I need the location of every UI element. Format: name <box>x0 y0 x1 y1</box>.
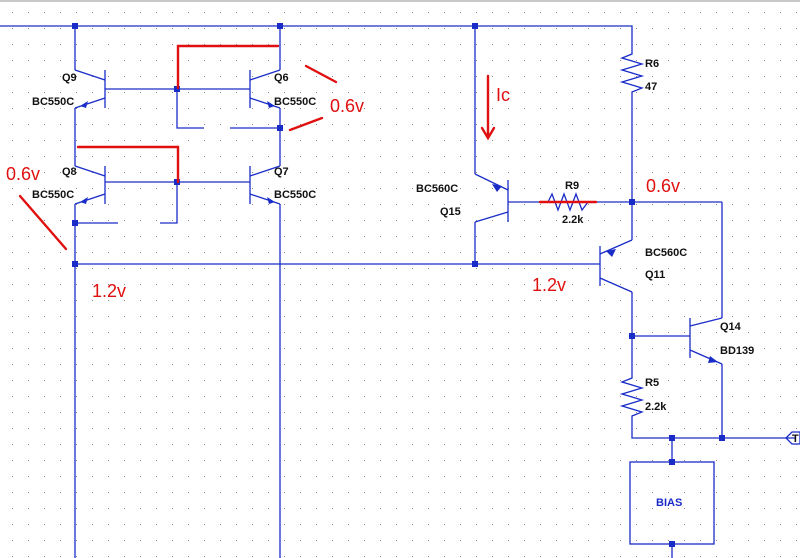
q9-name: Q9 <box>62 72 77 84</box>
r5-value: 2.2k <box>645 401 667 413</box>
q15-name: Q15 <box>440 206 461 218</box>
q8-name: Q8 <box>62 166 77 178</box>
red-markings <box>18 44 598 251</box>
junction-dots <box>72 23 725 547</box>
annotation-q11-voltage: 1.2v <box>532 275 566 295</box>
annotation-q8-voltage: 0.6v <box>6 164 40 184</box>
r5-name: R5 <box>645 377 659 389</box>
q15-model: BC560C <box>416 183 458 195</box>
resistor-r5[interactable] <box>619 372 645 418</box>
q7-model: BC550C <box>274 189 316 201</box>
q6-model: BC550C <box>274 96 316 108</box>
resistor-r6[interactable] <box>619 44 645 96</box>
q14-model: BD139 <box>720 345 754 357</box>
transistor-q11[interactable] <box>599 239 633 293</box>
ic-arrow <box>480 74 496 141</box>
annotation-left-voltage: 1.2v <box>92 281 126 301</box>
q6-name: Q6 <box>274 72 289 84</box>
r6-value: 47 <box>645 81 657 93</box>
q11-name: Q11 <box>645 269 665 281</box>
annotation-q6-voltage: 0.6v <box>330 96 364 116</box>
output-port-label: T <box>792 433 799 445</box>
grid-dots <box>12 12 797 557</box>
transistor-q9[interactable] <box>74 69 106 109</box>
output-port-symbol[interactable] <box>785 431 800 445</box>
q7-name: Q7 <box>274 166 289 178</box>
q9-model: BC550C <box>32 96 74 108</box>
annotation-r9-voltage: 0.6v <box>646 176 680 196</box>
r9-name: R9 <box>565 180 579 192</box>
q8-model: BC550C <box>32 189 74 201</box>
transistor-q6[interactable] <box>249 69 281 109</box>
transistor-q14[interactable] <box>689 317 723 365</box>
q14-name: Q14 <box>720 321 742 333</box>
annotation-ic: Ic <box>496 85 510 105</box>
q11-model: BC560C <box>645 247 687 259</box>
transistor-q15[interactable] <box>474 173 509 223</box>
bias-label: BIAS <box>656 497 682 509</box>
r6-name: R6 <box>645 58 659 70</box>
transistor-q7[interactable] <box>249 165 281 205</box>
r9-value: 2.2k <box>562 214 584 226</box>
transistor-q8[interactable] <box>74 165 106 205</box>
